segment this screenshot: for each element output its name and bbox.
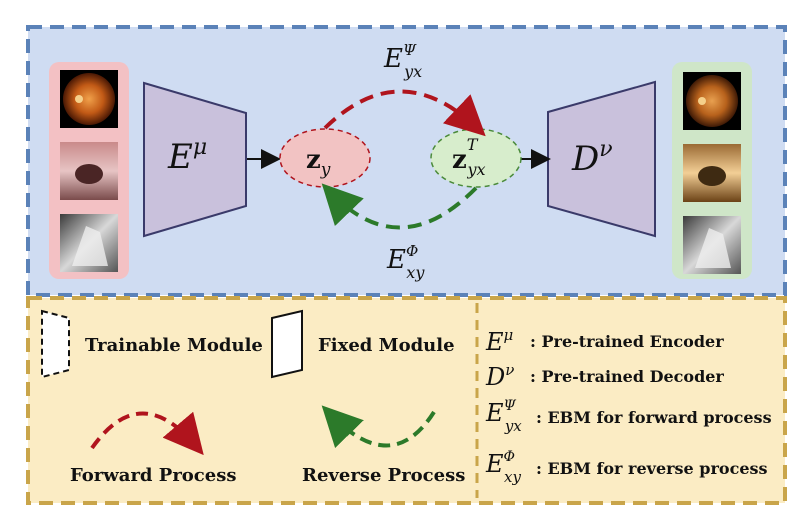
forward-process-arrow xyxy=(323,89,486,137)
forward-legend-arrow xyxy=(90,411,204,456)
input-endoscopy-image xyxy=(60,142,118,200)
reverse-legend-label: Reverse Process xyxy=(302,465,465,486)
output-endoscopy-image xyxy=(683,144,741,202)
decoder-block xyxy=(547,80,656,238)
input-xray-image xyxy=(60,214,118,272)
fwd-notation-desc: : EBM for forward process xyxy=(536,408,772,427)
legend-panel xyxy=(26,296,787,505)
reverse-process-arrow xyxy=(321,183,478,230)
output-xray-image xyxy=(683,216,741,274)
decoder-label: Dν xyxy=(571,137,613,179)
output-fundus-image xyxy=(683,72,741,130)
trainable-module-label: Trainable Module xyxy=(85,335,263,356)
encoder-block xyxy=(143,81,247,238)
enc-notation: Eμ xyxy=(485,326,513,356)
rev-notation-desc: : EBM for reverse process xyxy=(536,459,768,478)
latent-zy-label: zy xyxy=(306,145,331,180)
forward-legend-label: Forward Process xyxy=(70,465,236,486)
trainable-module-icon xyxy=(41,309,70,379)
input-fundus-image xyxy=(60,70,118,128)
fixed-module-label: Fixed Module xyxy=(318,335,455,356)
enc-notation-desc: : Pre-trained Encoder xyxy=(530,332,724,351)
fixed-module-icon xyxy=(271,309,303,379)
latent-zyx xyxy=(430,128,522,188)
dec-notation: Dν xyxy=(485,361,514,391)
reverse-legend-arrow xyxy=(321,405,436,449)
encoder-label: Eμ xyxy=(167,135,207,177)
dec-notation-desc: : Pre-trained Decoder xyxy=(530,367,724,386)
